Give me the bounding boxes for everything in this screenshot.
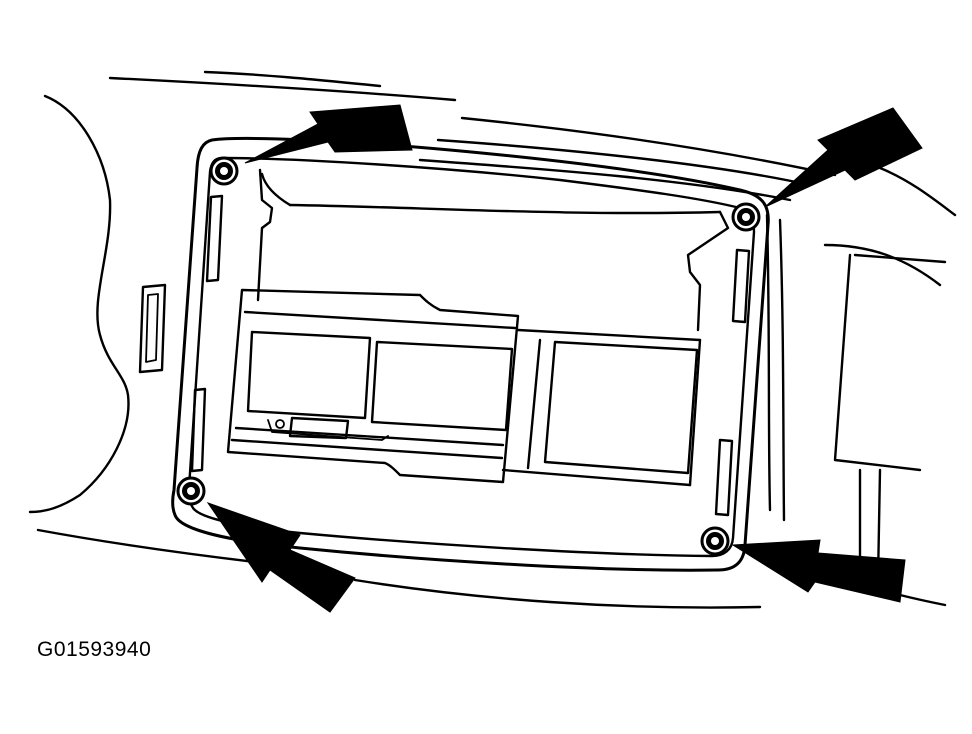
figure-id-label: G01593940 <box>37 638 152 661</box>
left-panel <box>28 94 167 514</box>
arrow-top-right <box>764 107 923 208</box>
console-panel-outline <box>36 70 957 609</box>
fastener-top-right <box>731 202 761 232</box>
inner-opening <box>256 168 730 332</box>
fastener-bottom-left <box>176 476 206 506</box>
right-structure <box>833 253 947 582</box>
bezel-slots <box>190 194 751 517</box>
fastener-top-left <box>209 156 239 186</box>
arrow-top-left <box>244 104 413 164</box>
display-windows <box>246 330 699 475</box>
fastener-bottom-right <box>700 526 730 556</box>
bezel-frame <box>171 136 770 572</box>
arrow-bottom-left <box>206 502 356 613</box>
control-module <box>226 288 702 487</box>
arrow-bottom-right <box>731 539 906 603</box>
